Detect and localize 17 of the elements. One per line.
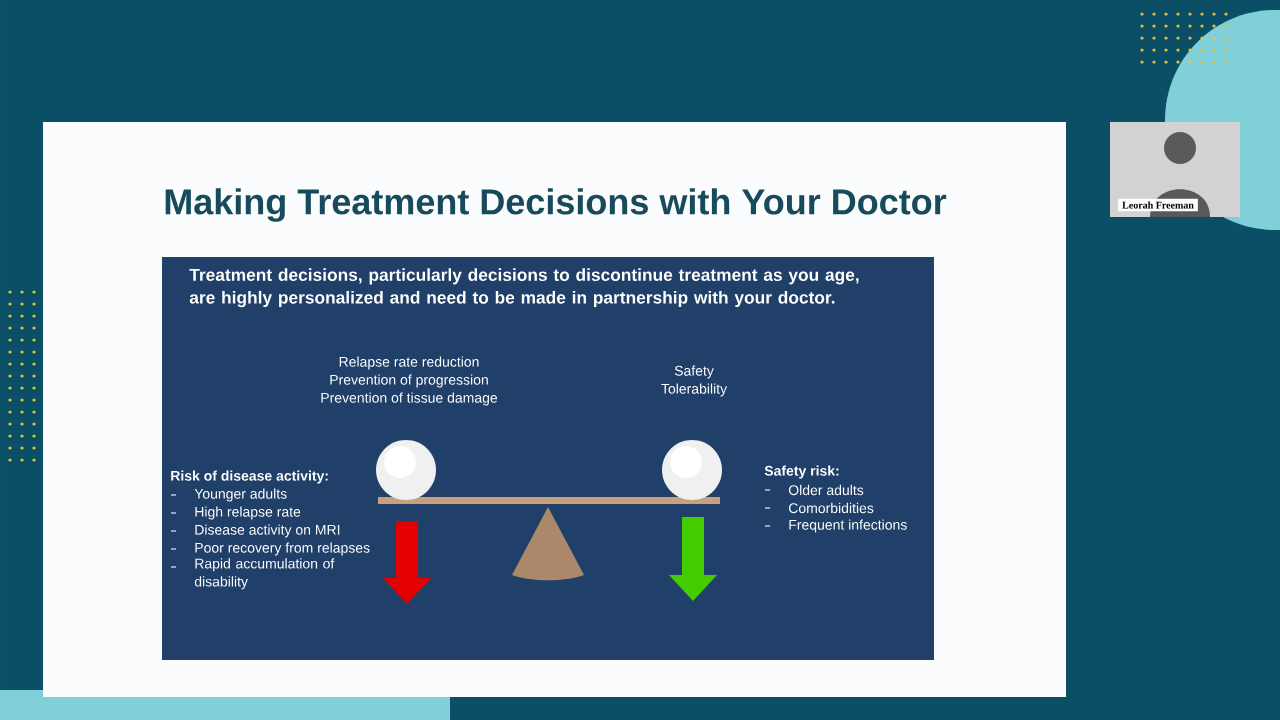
list-item: Frequent infections: [789, 519, 907, 533]
benefit-text: Tolerability: [661, 383, 728, 397]
benefit-text: Prevention of progression: [330, 374, 488, 388]
benefit-text: Safety: [674, 365, 714, 379]
list-item: Poor recovery from relapses: [195, 542, 370, 556]
benefit-text: Relapse rate reduction: [339, 356, 479, 370]
list-item: Comorbidities: [789, 502, 874, 514]
list-item: High relapse rate: [195, 506, 301, 520]
list-item: Older adults: [788, 484, 864, 496]
list-item: Younger adults: [194, 488, 287, 502]
list-heading: Safety risk:: [764, 465, 839, 479]
intro-text: Treatment decisions, particularly decisions to discontinue treatment as you age, are highly personalized and need to be made in partnership with your doctor.: [189, 268, 859, 308]
list-heading: Risk of disease activity:: [171, 470, 328, 484]
list-item: Rapid accumulation of disability: [194, 558, 335, 590]
benefit-text: Prevention of tissue damage: [321, 392, 498, 406]
slide-title: Making Treatment Decisions with Your Doctor: [165, 188, 947, 222]
list-item: Disease activity on MRI: [195, 524, 340, 538]
